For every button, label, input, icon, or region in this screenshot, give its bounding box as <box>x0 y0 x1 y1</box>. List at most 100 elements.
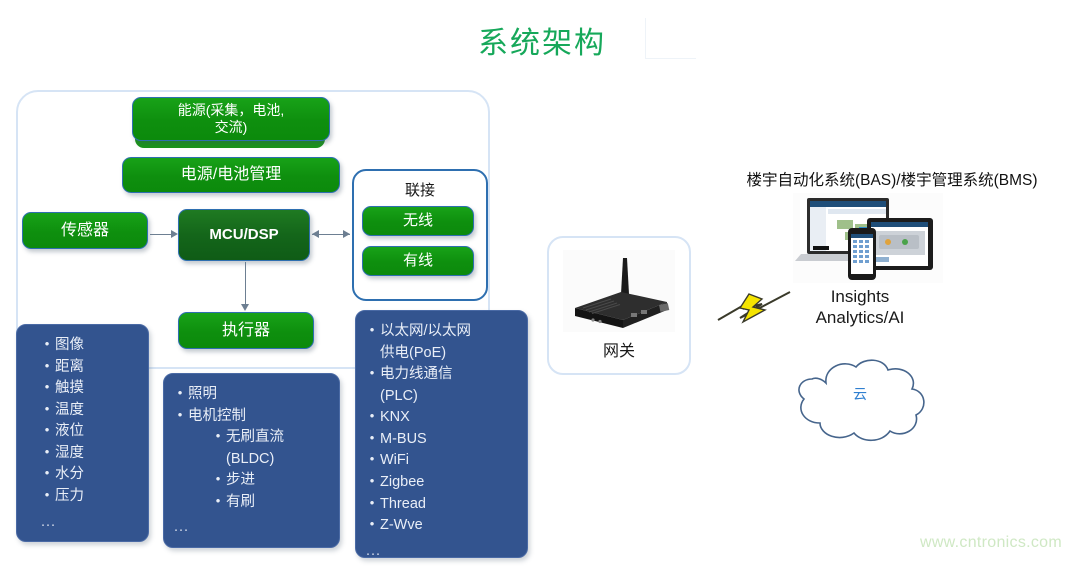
bullet-icon: • <box>369 429 375 445</box>
connectivity-list-item: •WiFi <box>364 450 519 471</box>
sensor-list-item-label: 距离 <box>55 358 84 375</box>
connectivity-list-item-label: 以太网/以太网 <box>380 323 472 339</box>
sensor-list-item-label: 液位 <box>55 423 84 440</box>
lightning-bolt-icon <box>717 291 791 324</box>
connectivity-protocols-list: •以太网/以太网供电(PoE)•电力线通信(PLC)•KNX•M-BUS•WiF… <box>355 310 528 559</box>
actuator-list-item-cont-label: (BLDC) <box>226 450 275 467</box>
gateway-label: 网关 <box>602 343 635 360</box>
insights-line2: Analytics/AI <box>815 308 905 328</box>
bullet-spacer <box>210 449 226 470</box>
bullet-icon: • <box>44 379 50 395</box>
actuator-list-item-label: 无刷直流 <box>226 429 284 446</box>
sensor-list-item: •湿度 <box>39 443 140 464</box>
connectivity-list-item: • Thread <box>364 494 519 515</box>
connectivity-list-item-label: Zigbee <box>380 474 425 491</box>
actuator-list-item: • 有刷 <box>210 492 331 513</box>
connectivity-list-item-cont: (PLC) <box>364 386 519 407</box>
bullet-icon: • <box>177 406 183 422</box>
bullet-icon: • <box>44 400 50 416</box>
connectivity-list-item-label: M-BUS <box>380 430 427 447</box>
sensor-list-item-label: 水分 <box>55 466 84 483</box>
sensor-list-item: • 液位 <box>39 421 140 442</box>
sensor-list-item: • 触摸 <box>39 378 140 399</box>
sensor-list-ellipsis: ... <box>41 513 57 530</box>
sensor-list-item-label: 压力 <box>55 488 84 505</box>
connectivity-title: 联接 <box>404 182 435 199</box>
actuator-box[interactable]: 执行器 <box>178 312 314 349</box>
actuator-list-item-label: 步进 <box>226 472 255 489</box>
actuator-list-item-label: 有刷 <box>226 493 255 510</box>
connectivity-list-item-label: Thread <box>380 495 426 512</box>
mcu-dsp-box[interactable]: MCU/DSP <box>178 209 310 261</box>
actuator-types-list: • 照明 • 电机控制 • 无刷直流 (BLDC) • 步进 • 有刷 ... <box>163 373 340 548</box>
bullet-icon: • <box>369 408 375 424</box>
sensor-list-item-label: 图像 <box>55 337 84 353</box>
connectivity-list-item-label: WiFi <box>380 452 409 469</box>
arrow-sensor-to-mcu <box>150 234 172 236</box>
bullet-icon: • <box>215 428 221 444</box>
cloud-label: 云 <box>853 386 867 402</box>
arrow-mcu-to-actuator <box>245 262 247 306</box>
sensor-list-item: •水分 <box>39 464 140 485</box>
connectivity-list-item-label: Z-Wve <box>380 517 423 534</box>
actuator-list-ellipsis: ... <box>174 519 190 536</box>
sensor-list-item: •压力 <box>39 486 140 507</box>
arrow-mcu-connectivity-head-left <box>312 229 319 238</box>
bullet-spacer <box>364 343 380 364</box>
actuator-list-item: • 步进 <box>210 470 331 491</box>
laptop-tablet-phone-image <box>793 193 943 283</box>
arrow-mcu-connectivity <box>312 234 350 236</box>
connectivity-list-item: • KNX <box>364 407 519 428</box>
connectivity-list-item: • Zigbee <box>364 472 519 493</box>
device-frame <box>16 90 490 369</box>
actuator-list-item-cont: (BLDC) <box>210 449 331 470</box>
wired-box[interactable]: 有线 <box>362 246 474 276</box>
power-battery-management-box[interactable]: 电源/电池管理 <box>122 157 340 193</box>
actuator-list-item: • 电机控制 <box>172 406 331 427</box>
actuator-list-item-label: 电机控制 <box>188 407 246 424</box>
bas-bms-title: 楼宇自动化系统(BAS)/楼宇管理系统(BMS) <box>746 172 1038 189</box>
sensor-types-list: • 图像 • 距离 • 触摸 • 温度 • 液位 •湿度•水分•压力 ... <box>16 324 149 542</box>
actuator-list-item: • 无刷直流 <box>210 427 331 448</box>
gateway-panel[interactable]: 网关 <box>547 236 691 375</box>
connectivity-list-item: • M-BUS <box>364 429 519 450</box>
bullet-icon: • <box>369 494 375 510</box>
bullet-icon: • <box>215 471 221 487</box>
connectivity-list-item: • 电力线通信 <box>364 364 519 385</box>
insights-label: Insights Analytics/AI <box>780 286 940 329</box>
bullet-icon: • <box>177 385 183 400</box>
bullet-icon: • <box>369 322 375 337</box>
sensor-list-item: • 图像 <box>39 335 140 356</box>
site-watermark: www.cntronics.com <box>919 534 1062 551</box>
connectivity-list-ellipsis: ... <box>366 542 382 559</box>
sensor-list-item-label: 湿度 <box>55 444 84 461</box>
energy-label-line1: 能源(采集，电池, <box>177 101 285 118</box>
router-device-image <box>563 250 675 332</box>
sensor-box[interactable]: 传感器 <box>22 212 148 249</box>
connectivity-list-item: • 以太网/以太网 <box>364 321 519 342</box>
connectivity-list-item-cont: 供电(PoE) <box>364 343 519 364</box>
connectivity-list-item-label: 电力线通信 <box>380 366 453 383</box>
bullet-icon: • <box>44 357 50 373</box>
energy-label-line2: 交流) <box>214 119 248 135</box>
insights-line1: Insights <box>830 287 890 306</box>
bullet-icon: • <box>215 492 221 508</box>
bullet-icon: • <box>369 473 375 489</box>
bullet-icon: • <box>369 516 375 532</box>
connectivity-list-item-cont-label: (PLC) <box>380 387 418 404</box>
cloud-shape <box>798 359 925 442</box>
sensor-list-item-label: 触摸 <box>55 380 84 397</box>
bullet-icon: • <box>44 422 50 438</box>
connectivity-list-item-cont-label: 供电(PoE) <box>380 344 447 361</box>
actuator-list-item-label: 照明 <box>188 386 217 402</box>
wireless-box[interactable]: 无线 <box>362 206 474 236</box>
actuator-list-item: • 照明 <box>172 384 331 405</box>
bullet-icon: • <box>369 365 375 381</box>
connectivity-list-item-label: KNX <box>380 409 410 426</box>
bullet-icon: • <box>44 336 50 351</box>
arrow-mcu-to-actuator-head <box>240 304 249 311</box>
energy-box[interactable]: 能源(采集，电池, 交流) <box>132 97 330 141</box>
sensor-list-item-label: 温度 <box>55 401 84 418</box>
sensor-list-item: • 距离 <box>39 357 140 378</box>
